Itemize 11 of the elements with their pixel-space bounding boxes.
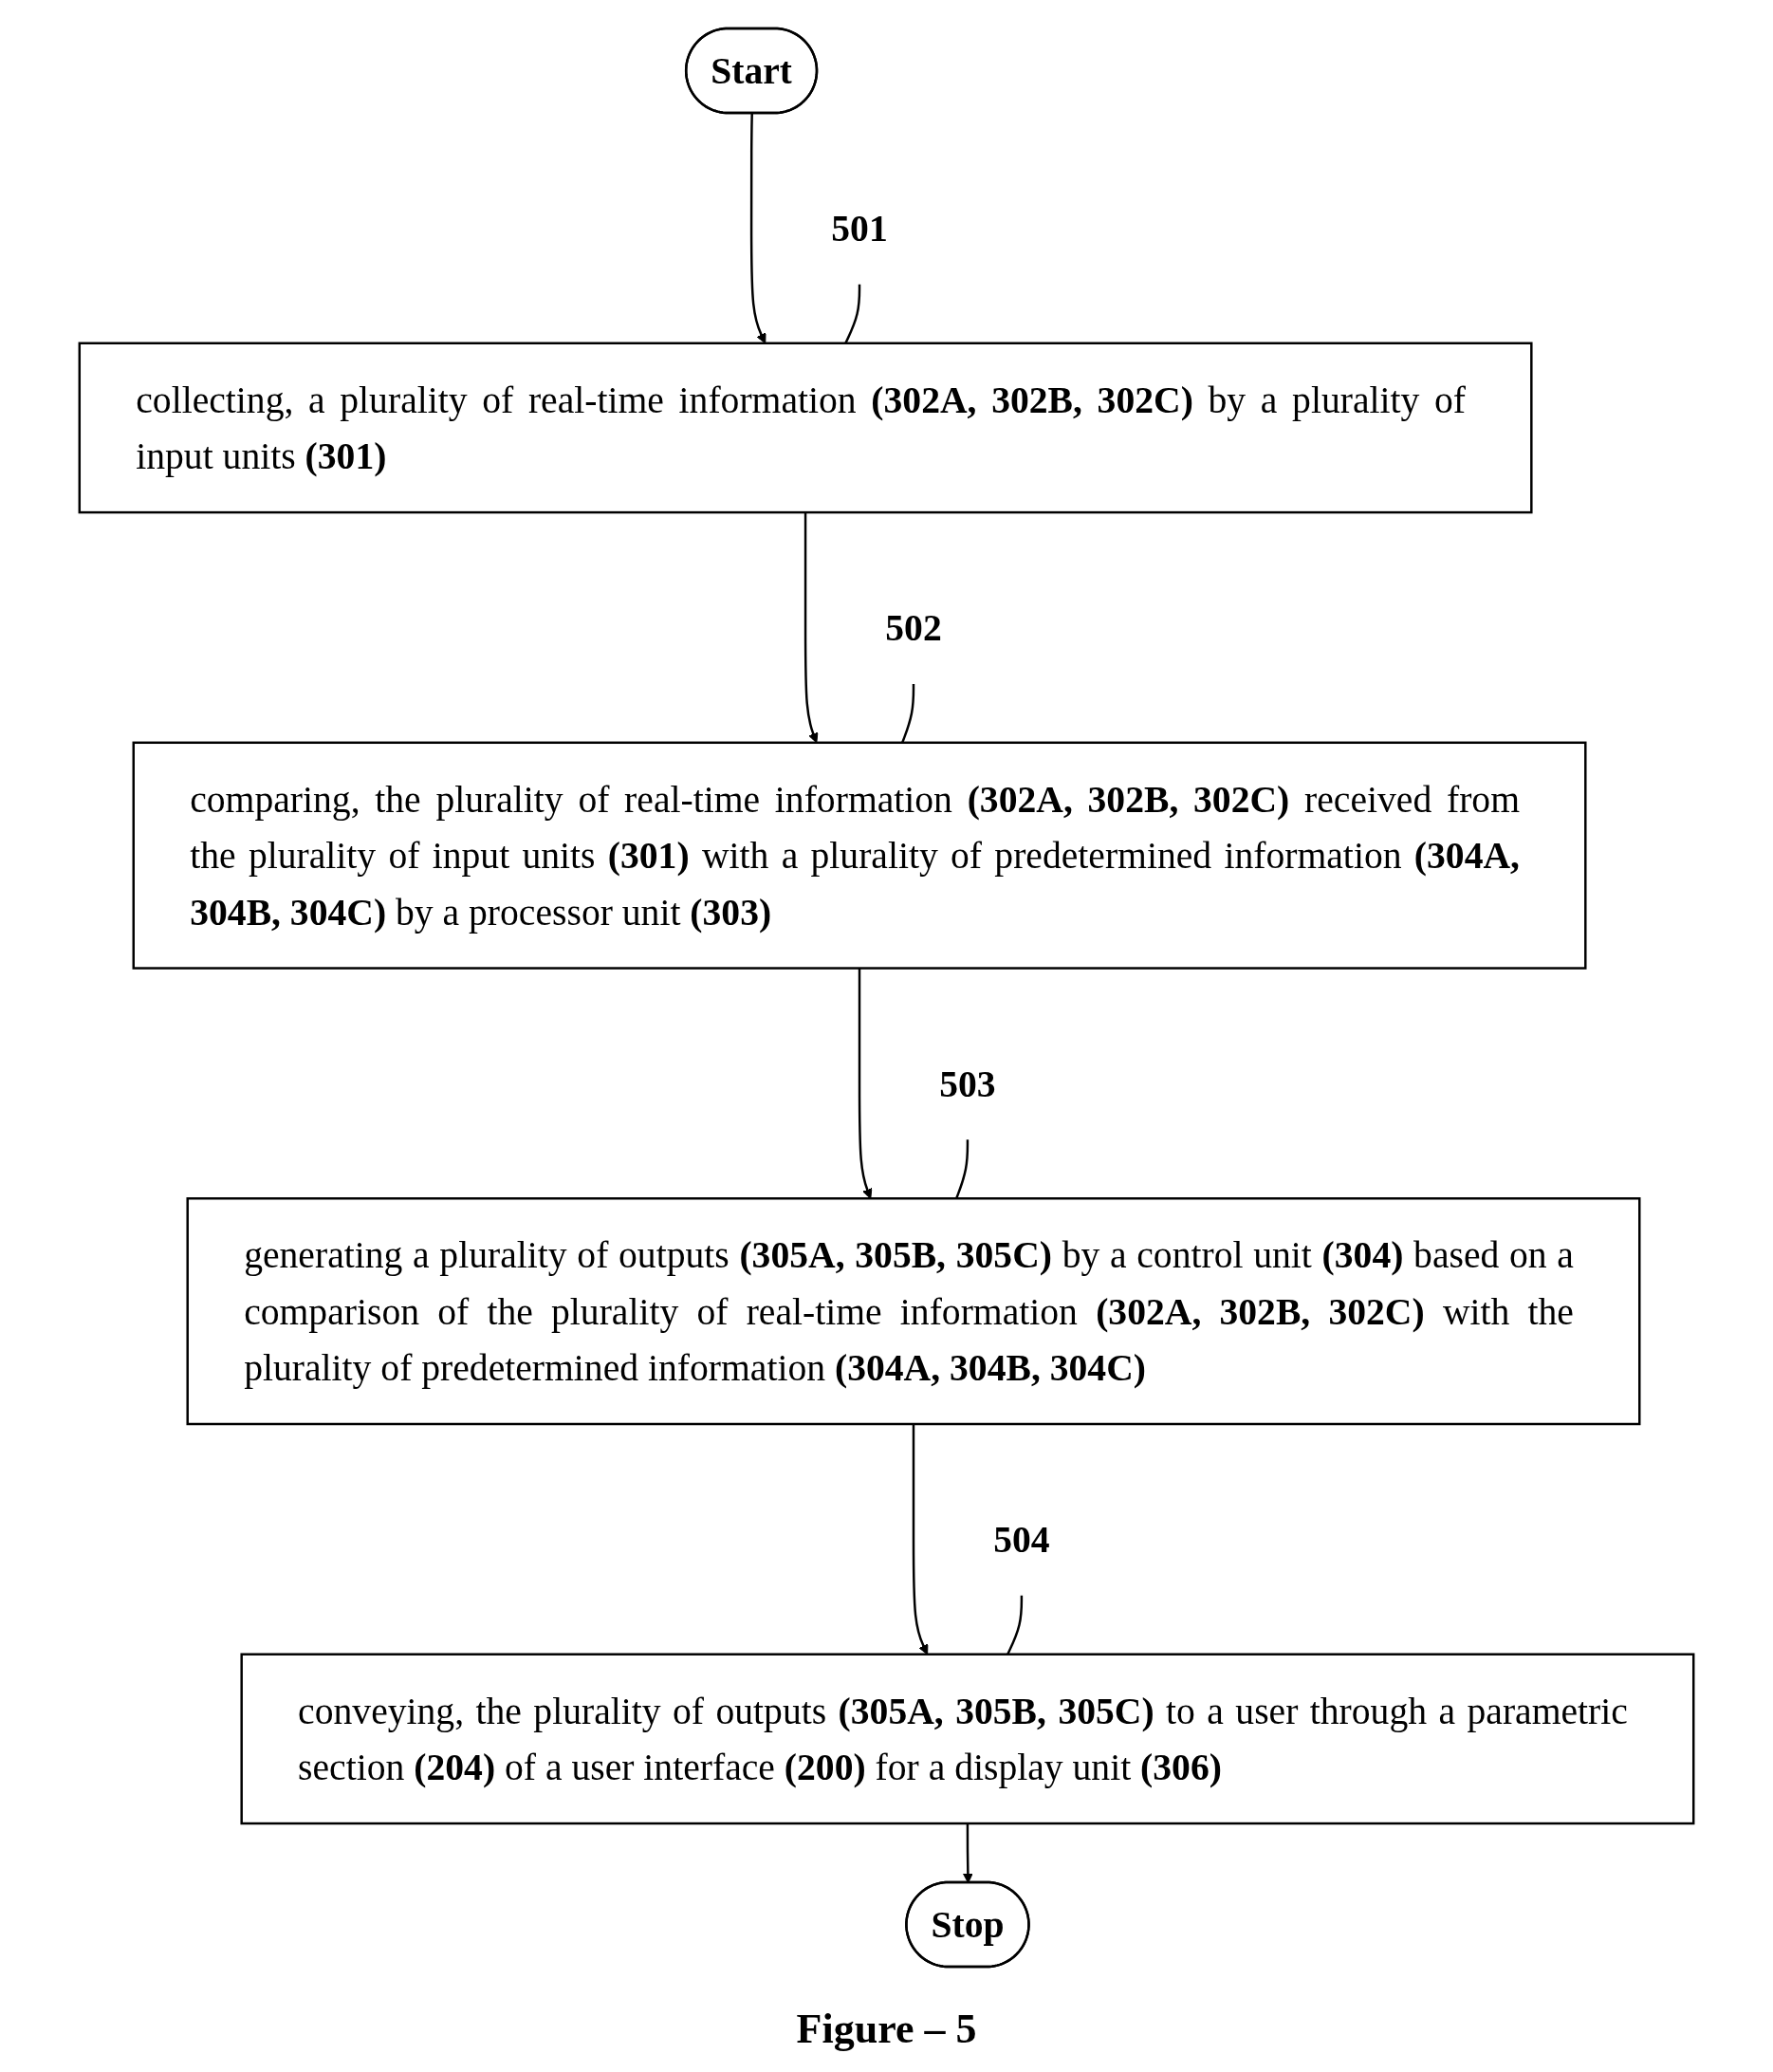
node-text: 503 bbox=[939, 1062, 996, 1105]
node-text: 504 bbox=[993, 1518, 1050, 1561]
node-text: 501 bbox=[831, 207, 888, 250]
node-box: collecting, a plurality of real-time information (302A, 302B, 302C) by a plurality of input units (301) bbox=[78, 342, 1533, 514]
figure-caption: Figure – 5 bbox=[796, 2005, 977, 2053]
connector bbox=[955, 1139, 970, 1199]
node-box: conveying, the plurality of outputs (305A, 305B, 305C) to a user through a parametric section (204) of a user interface (200) for a display unit (306) bbox=[240, 1653, 1695, 1825]
node-box: generating a plurality of outputs (305A, 305B, 305C) by a control unit (304) based on a comparison of the plurality of real-time information (302A, 302B, 302C) with the plurality of predetermined information (304A, 304B, 304C) bbox=[186, 1197, 1641, 1426]
arrow bbox=[858, 968, 873, 1199]
node-box: comparing, the plurality of real-time information (302A, 302B, 302C) received from the plurality of input units (301) with a plurality of predetermined information (304A, 304B, 304C) by a processor unit (303) bbox=[132, 741, 1587, 970]
node-text: 502 bbox=[885, 606, 942, 649]
